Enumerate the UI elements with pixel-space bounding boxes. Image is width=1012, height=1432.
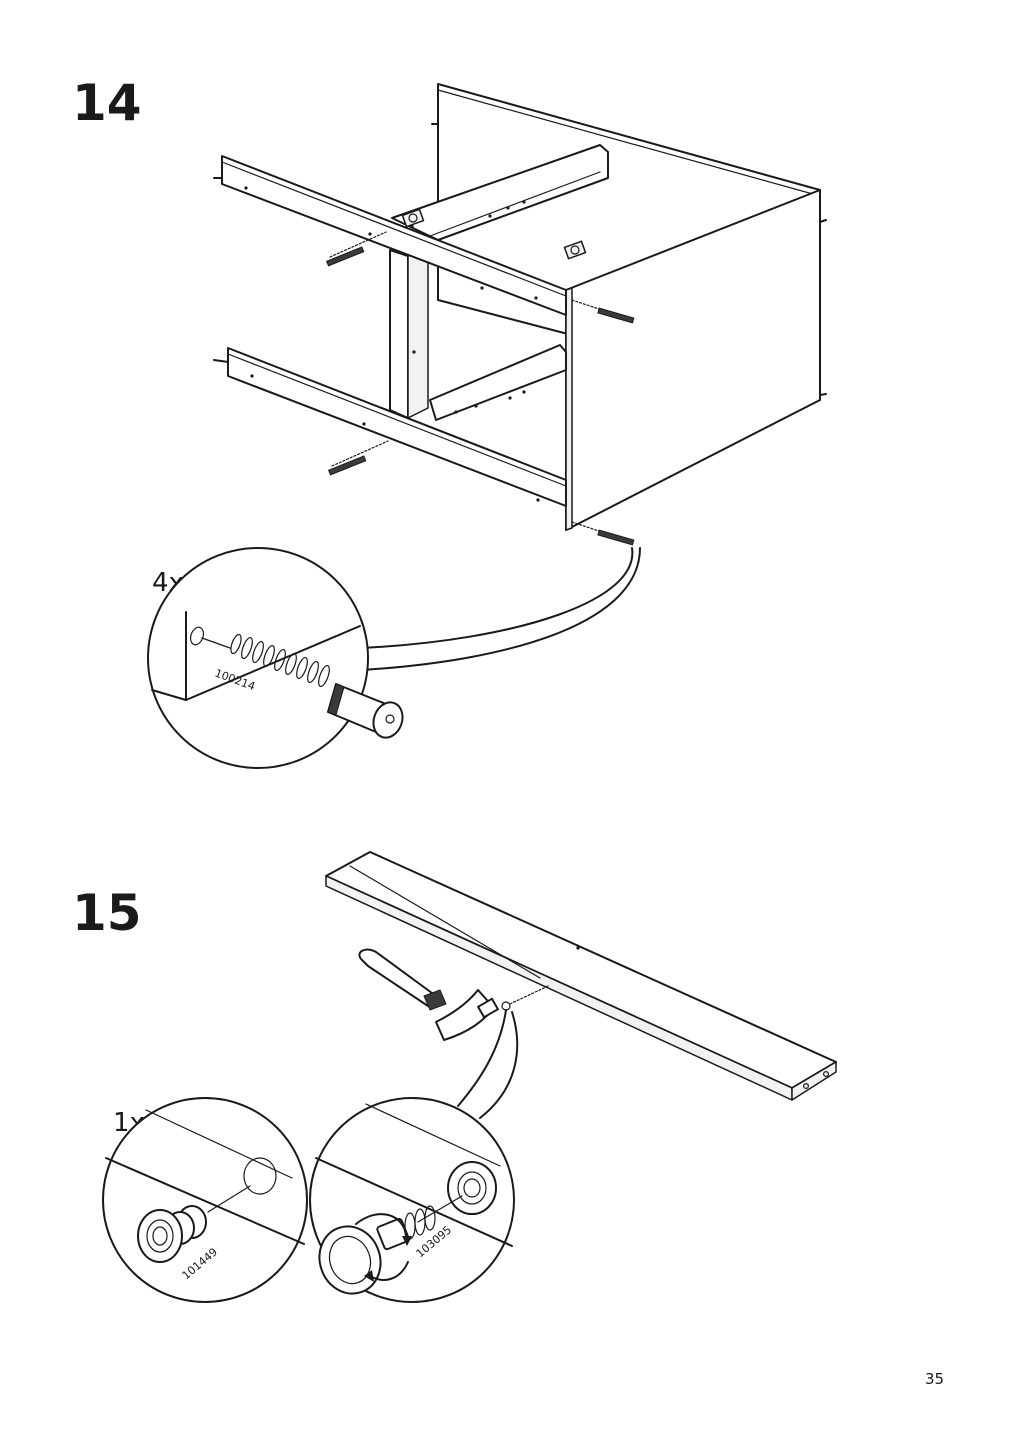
bumper-plug-icon: [137, 1205, 207, 1263]
hammer-icon: [358, 948, 499, 1041]
step-15-number: 15: [72, 884, 142, 942]
step-14-number: 14: [72, 74, 142, 132]
step-15-detail-tool: 103095: [309, 1097, 515, 1303]
cam-lock-screw-icon: [325, 231, 635, 546]
step-14-detail-callout: 100214: [147, 547, 404, 769]
rotate-arrow-icon: [318, 1205, 436, 1295]
long-board-drawing: [325, 851, 837, 1101]
page-number: 35: [925, 1370, 945, 1388]
step-15-detail-plug: 101449: [102, 1097, 308, 1303]
cabinet-frame-drawing: [213, 83, 827, 671]
cam-lock-screw-icon: [230, 633, 404, 739]
